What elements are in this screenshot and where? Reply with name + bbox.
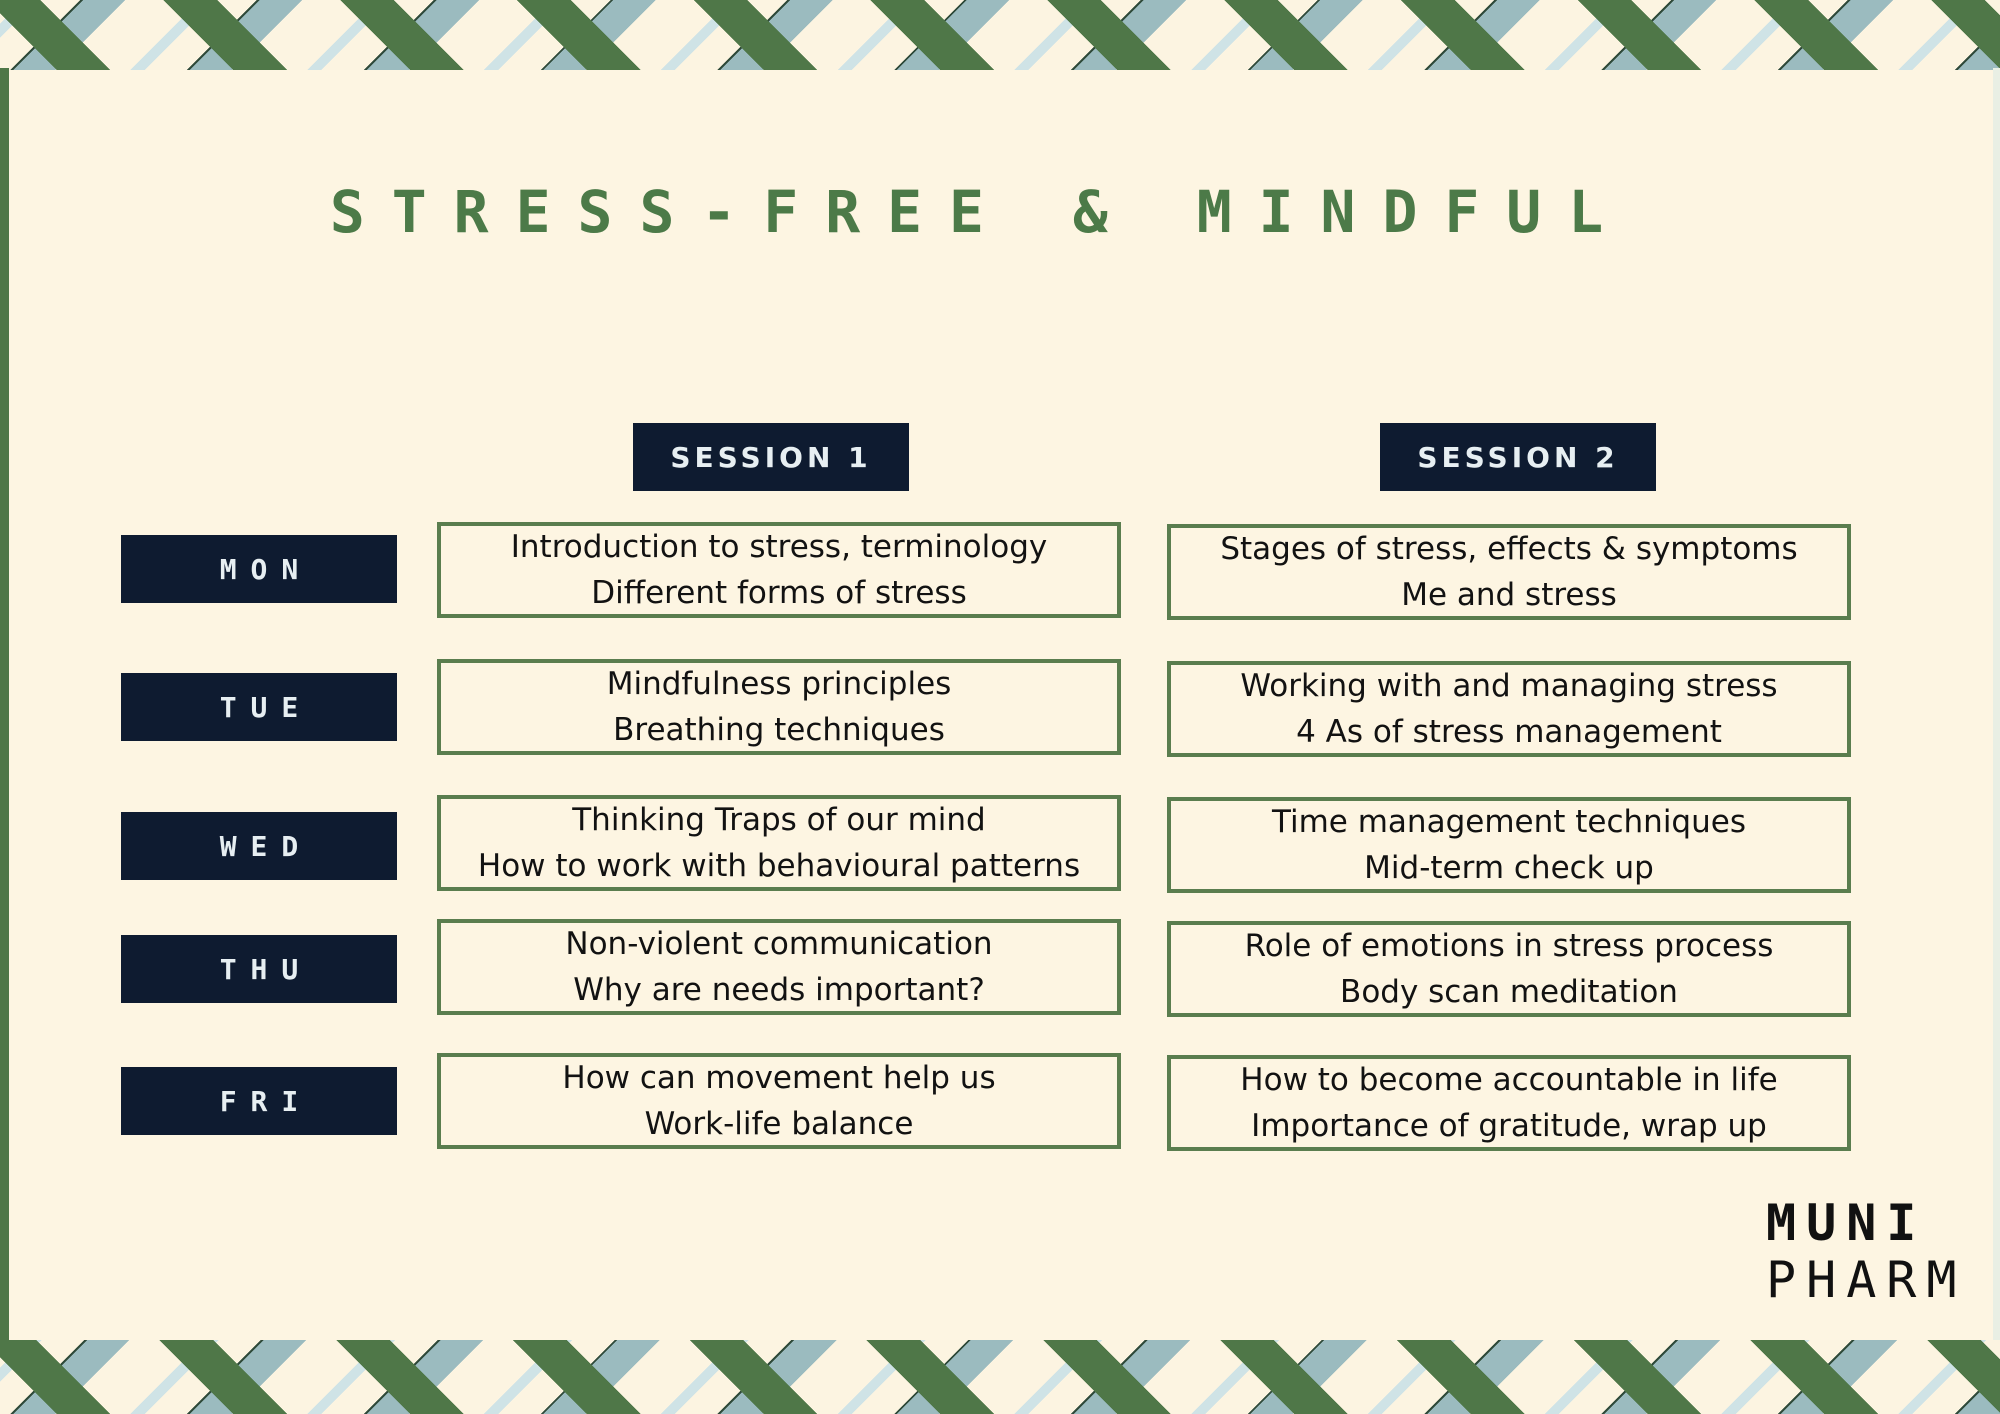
- day-label-wed: WED: [121, 812, 397, 880]
- logo-line-1: MUNI: [1766, 1194, 1927, 1252]
- thu-session-2-cell: Role of emotions in stress process Body …: [1167, 921, 1851, 1017]
- day-label-thu: THU: [121, 935, 397, 1003]
- page-title: STRESS-FREE & MINDFUL: [329, 178, 1631, 246]
- mon-session-1-topic-1: Introduction to stress, terminology: [510, 529, 1048, 565]
- tue-session-2-cell: Working with and managing stress 4 As of…: [1167, 661, 1851, 757]
- logo-line-2: PHARM: [1766, 1251, 1967, 1309]
- tue-session-1-topic-1: Mindfulness principles: [606, 666, 952, 702]
- mon-session-1-topic-2: Different forms of stress: [591, 575, 967, 611]
- mon-session-2-topic-2: Me and stress: [1401, 577, 1617, 613]
- mon-session-2-topic-1: Stages of stress, effects & symptoms: [1220, 531, 1798, 567]
- tue-session-1-cell: Mindfulness principles Breathing techniq…: [437, 659, 1121, 755]
- session-2-header: SESSION 2: [1380, 423, 1656, 491]
- tue-session-2-topic-1: Working with and managing stress: [1240, 668, 1778, 704]
- fri-session-2-cell: How to become accountable in life Import…: [1167, 1055, 1851, 1151]
- wed-session-2-cell: Time management techniques Mid-term chec…: [1167, 797, 1851, 893]
- wed-session-2-topic-2: Mid-term check up: [1364, 850, 1654, 886]
- thu-session-1-topic-1: Non-violent communication: [565, 926, 993, 962]
- right-border: [1993, 68, 2000, 1342]
- wed-session-1-topic-1: Thinking Traps of our mind: [572, 802, 986, 838]
- mon-session-2-cell: Stages of stress, effects & symptoms Me …: [1167, 524, 1851, 620]
- thu-session-1-cell: Non-violent communication Why are needs …: [437, 919, 1121, 1015]
- tue-session-2-topic-2: 4 As of stress management: [1296, 714, 1722, 750]
- session-1-header: SESSION 1: [633, 423, 909, 491]
- fri-session-1-topic-2: Work-life balance: [644, 1106, 914, 1142]
- muni-pharm-logo: MUNI PHARM: [1766, 1195, 1967, 1309]
- thu-session-2-topic-2: Body scan meditation: [1340, 974, 1678, 1010]
- fri-session-2-topic-1: How to become accountable in life: [1240, 1062, 1778, 1098]
- wed-session-1-topic-2: How to work with behavioural patterns: [477, 848, 1081, 884]
- thu-session-2-topic-1: Role of emotions in stress process: [1244, 928, 1774, 964]
- wed-session-1-cell: Thinking Traps of our mind How to work w…: [437, 795, 1121, 891]
- day-label-fri: FRI: [121, 1067, 397, 1135]
- fri-session-1-topic-1: How can movement help us: [562, 1060, 996, 1096]
- day-label-mon: MON: [121, 535, 397, 603]
- fri-session-2-topic-2: Importance of gratitude, wrap up: [1251, 1108, 1767, 1144]
- thu-session-1-topic-2: Why are needs important?: [573, 972, 985, 1008]
- fri-session-1-cell: How can movement help us Work-life balan…: [437, 1053, 1121, 1149]
- wed-session-2-topic-1: Time management techniques: [1272, 804, 1746, 840]
- bottom-pattern-border: [0, 1340, 2000, 1414]
- left-green-border: [0, 68, 9, 1342]
- tue-session-1-topic-2: Breathing techniques: [613, 712, 945, 748]
- top-pattern-border: [0, 0, 2000, 70]
- day-label-tue: TUE: [121, 673, 397, 741]
- mon-session-1-cell: Introduction to stress, terminology Diff…: [437, 522, 1121, 618]
